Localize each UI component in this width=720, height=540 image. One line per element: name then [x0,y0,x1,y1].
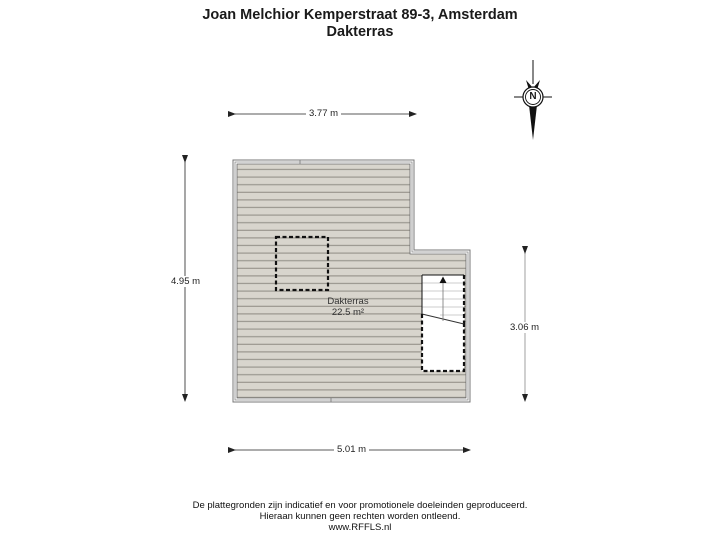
staircase [420,274,466,373]
address-title: Joan Melchior Kemperstraat 89-3, Amsterd… [202,7,518,23]
disclaimer-line1: De plattegronden zijn indicatief en voor… [192,500,528,511]
room-label-dakterras: Dakterras 22.5 m² [298,296,398,318]
dimension-bottom-width: 5.01 m [334,444,370,455]
floor-title: Dakterras [326,24,394,40]
disclaimer-line2: Hieraan kunnen geen rechten worden ontle… [259,511,461,522]
deck-area [236,163,467,399]
skylight-outline [274,235,330,292]
north-arrow-icon [514,60,552,140]
compass-label: N [529,91,537,102]
website-link[interactable]: www.RFFLS.nl [328,522,392,533]
dimension-top-width: 3.77 m [306,108,342,119]
room-area: 22.5 m² [331,306,365,318]
stair-direction-arrow-icon [439,276,447,283]
dimension-left-height: 4.95 m [168,276,204,287]
dimension-right-height: 3.06 m [507,322,543,333]
room-name: Dakterras [327,296,369,307]
